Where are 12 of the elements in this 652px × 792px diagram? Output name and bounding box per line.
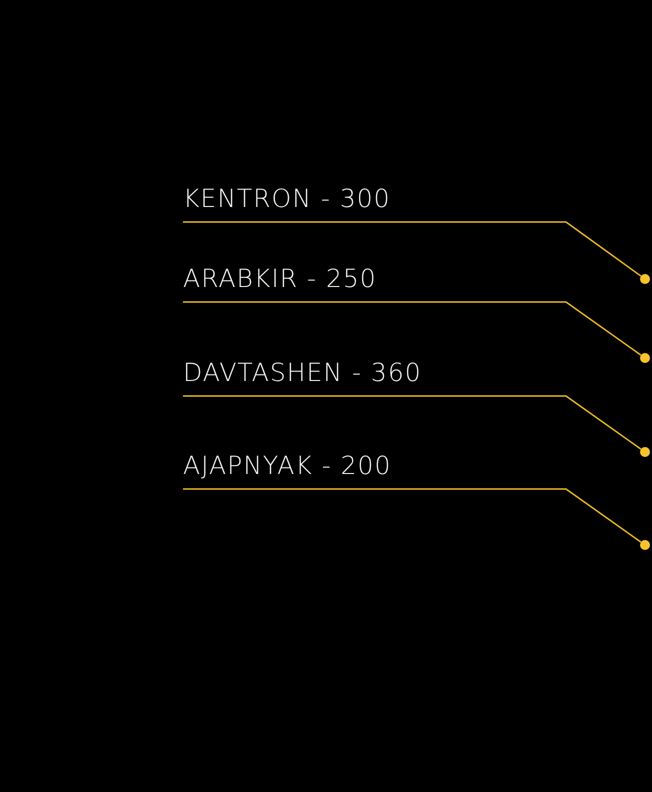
end-dot (640, 353, 650, 363)
end-dot (640, 274, 650, 284)
district-label: DAVTASHEN - 360 (183, 358, 422, 386)
leader-line (183, 301, 642, 356)
district-label: AJAPNYAK - 200 (183, 452, 392, 479)
district-label: KENTRON - 300 (183, 184, 391, 212)
district-label: ARABKIR - 250 (183, 264, 377, 292)
leader-line (183, 221, 642, 277)
end-dot (640, 540, 650, 550)
leader-line (183, 488, 642, 543)
leader-line (183, 395, 642, 450)
end-dot (640, 447, 650, 457)
